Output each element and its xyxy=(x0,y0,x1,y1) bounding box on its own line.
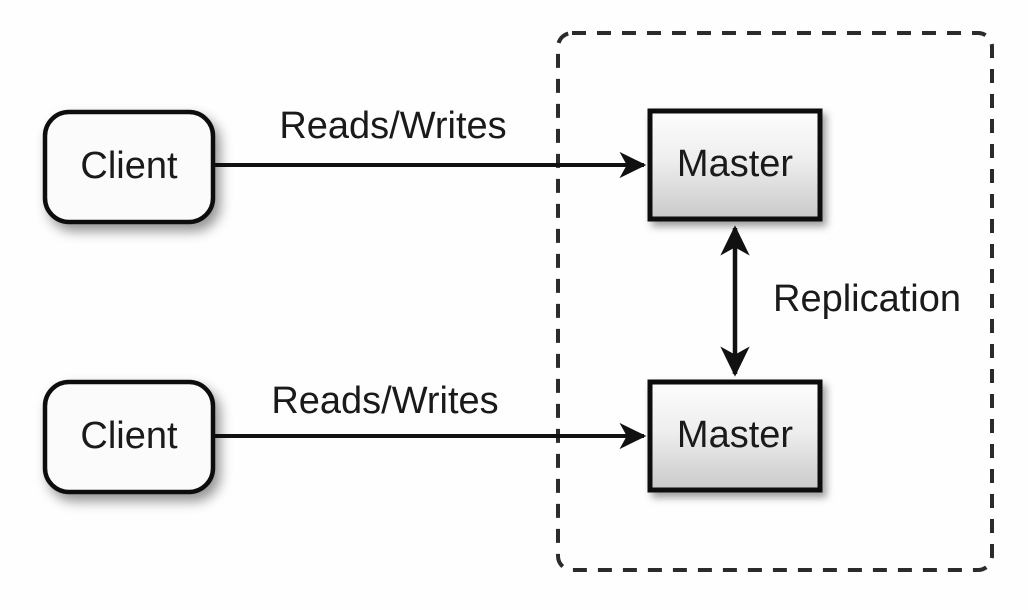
client-top-box[interactable] xyxy=(42,109,216,225)
node-client-top[interactable]: Client xyxy=(42,109,216,225)
client-bottom-box[interactable] xyxy=(42,379,216,495)
edge-label-reads-writes-top: Reads/Writes xyxy=(279,105,506,147)
edge-label-reads-writes-bottom: Reads/Writes xyxy=(271,380,498,422)
client-top-label: Client xyxy=(80,145,178,187)
master-bottom-label: Master xyxy=(677,414,793,456)
master-top-label: Master xyxy=(677,143,793,185)
node-master-top[interactable]: Master xyxy=(647,108,823,222)
node-master-bottom[interactable]: Master xyxy=(647,379,823,493)
node-client-bottom[interactable]: Client xyxy=(42,379,216,495)
replication-group-boundary xyxy=(556,31,994,572)
master-bottom-box[interactable] xyxy=(647,379,823,493)
edge-label-replication: Replication xyxy=(773,278,961,320)
client-bottom-label: Client xyxy=(80,415,178,457)
master-top-box[interactable] xyxy=(647,108,823,222)
